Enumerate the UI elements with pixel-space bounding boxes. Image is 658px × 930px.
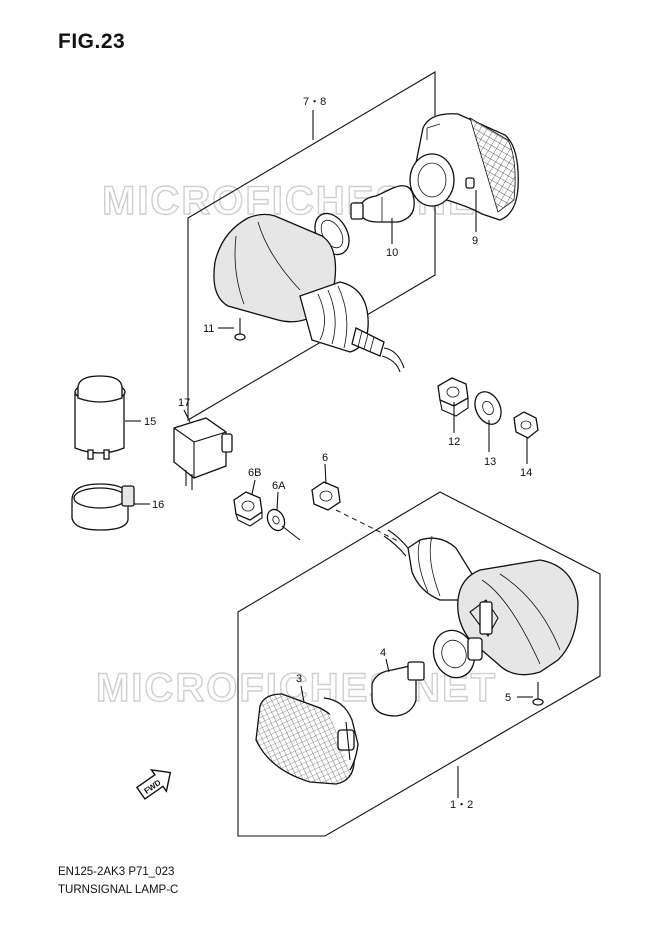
nut-6b — [233, 491, 263, 527]
callout-17: 17 — [178, 397, 190, 409]
callout-15: 15 — [144, 416, 156, 428]
lens-housing-9 — [409, 113, 519, 221]
upper-assembly-frame — [187, 71, 436, 421]
part-name: TURNSIGNAL LAMP-C — [58, 884, 179, 896]
washer-13 — [474, 391, 502, 425]
callout-14: 14 — [520, 467, 532, 479]
leader-3 — [300, 685, 305, 703]
nut-12 — [437, 377, 469, 417]
callout-6b: 6B — [248, 467, 261, 479]
callout-4: 4 — [380, 647, 386, 659]
turnsignal-body-upper — [213, 213, 405, 373]
lower-assembly-frame — [237, 491, 601, 837]
leader-17 — [183, 409, 191, 423]
callout-3: 3 — [296, 673, 302, 685]
leader-6a — [276, 491, 279, 511]
callout-6: 6 — [322, 452, 328, 464]
callout-11: 11 — [203, 323, 214, 335]
callout-7-8: 7・8 — [303, 96, 326, 108]
nut-14 — [513, 411, 539, 439]
screw-11 — [234, 318, 246, 341]
alignment-line-6a — [281, 525, 301, 541]
bulb-4 — [371, 661, 425, 717]
lens-3 — [255, 693, 359, 785]
nut-6 — [311, 481, 341, 511]
callout-12: 12 — [448, 436, 460, 448]
callout-10: 10 — [386, 247, 398, 259]
callout-9: 9 — [472, 235, 478, 247]
rear-turnsignal-assembly-lower — [255, 529, 579, 785]
clamp-16 — [71, 483, 135, 531]
arrow-fwd-icon: FWD — [135, 768, 172, 800]
leader-4 — [385, 658, 390, 673]
leader-6b — [251, 479, 256, 495]
screw-5 — [532, 682, 544, 706]
bulb-10 — [350, 185, 415, 223]
relay-15 — [74, 375, 126, 460]
front-turnsignal-assembly-upper — [213, 113, 519, 373]
callout-5: 5 — [505, 692, 511, 704]
model-code: EN125-2AK3 P71_023 — [58, 866, 175, 878]
callout-13: 13 — [484, 456, 496, 468]
figure-title: FIG.23 — [58, 30, 126, 53]
leader-6 — [324, 463, 327, 485]
callout-16: 16 — [152, 499, 164, 511]
washer-6a — [266, 508, 286, 532]
alignment-dash-line — [335, 509, 401, 543]
callout-1-2: 1・2 — [450, 799, 473, 811]
callout-6a: 6A — [272, 480, 286, 492]
flasher-relay-17 — [173, 417, 233, 490]
